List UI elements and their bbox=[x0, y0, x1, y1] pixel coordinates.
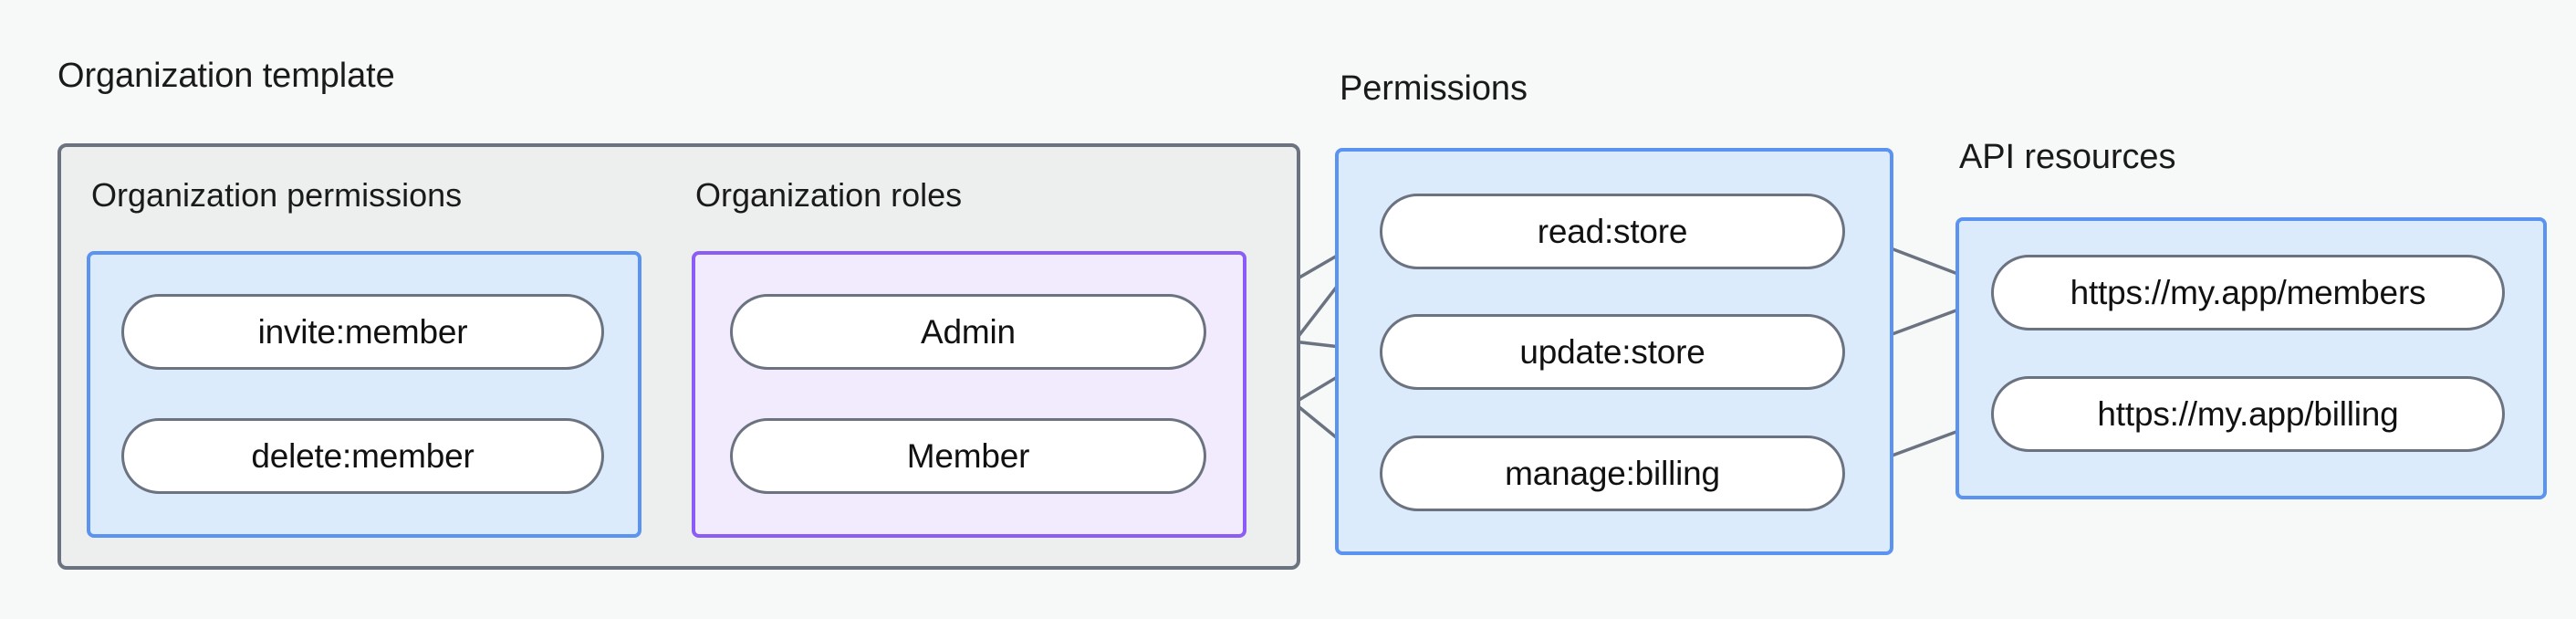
node-member[interactable]: Member bbox=[730, 418, 1206, 494]
node-delete-member[interactable]: delete:member bbox=[121, 418, 604, 494]
organization-permissions-label: Organization permissions bbox=[91, 176, 463, 214]
api-resources-title: API resources bbox=[1959, 138, 2176, 176]
node-invite-member[interactable]: invite:member bbox=[121, 294, 604, 370]
node-manage-billing[interactable]: manage:billing bbox=[1380, 435, 1845, 511]
node-update-store[interactable]: update:store bbox=[1380, 314, 1845, 390]
organization-template-title: Organization template bbox=[57, 57, 395, 95]
permissions-title: Permissions bbox=[1340, 69, 1528, 108]
node-my-app-billing[interactable]: https://my.app/billing bbox=[1991, 376, 2505, 452]
node-my-app-members[interactable]: https://my.app/members bbox=[1991, 255, 2505, 330]
node-admin[interactable]: Admin bbox=[730, 294, 1206, 370]
node-read-store[interactable]: read:store bbox=[1380, 194, 1845, 269]
organization-roles-label: Organization roles bbox=[695, 176, 963, 214]
